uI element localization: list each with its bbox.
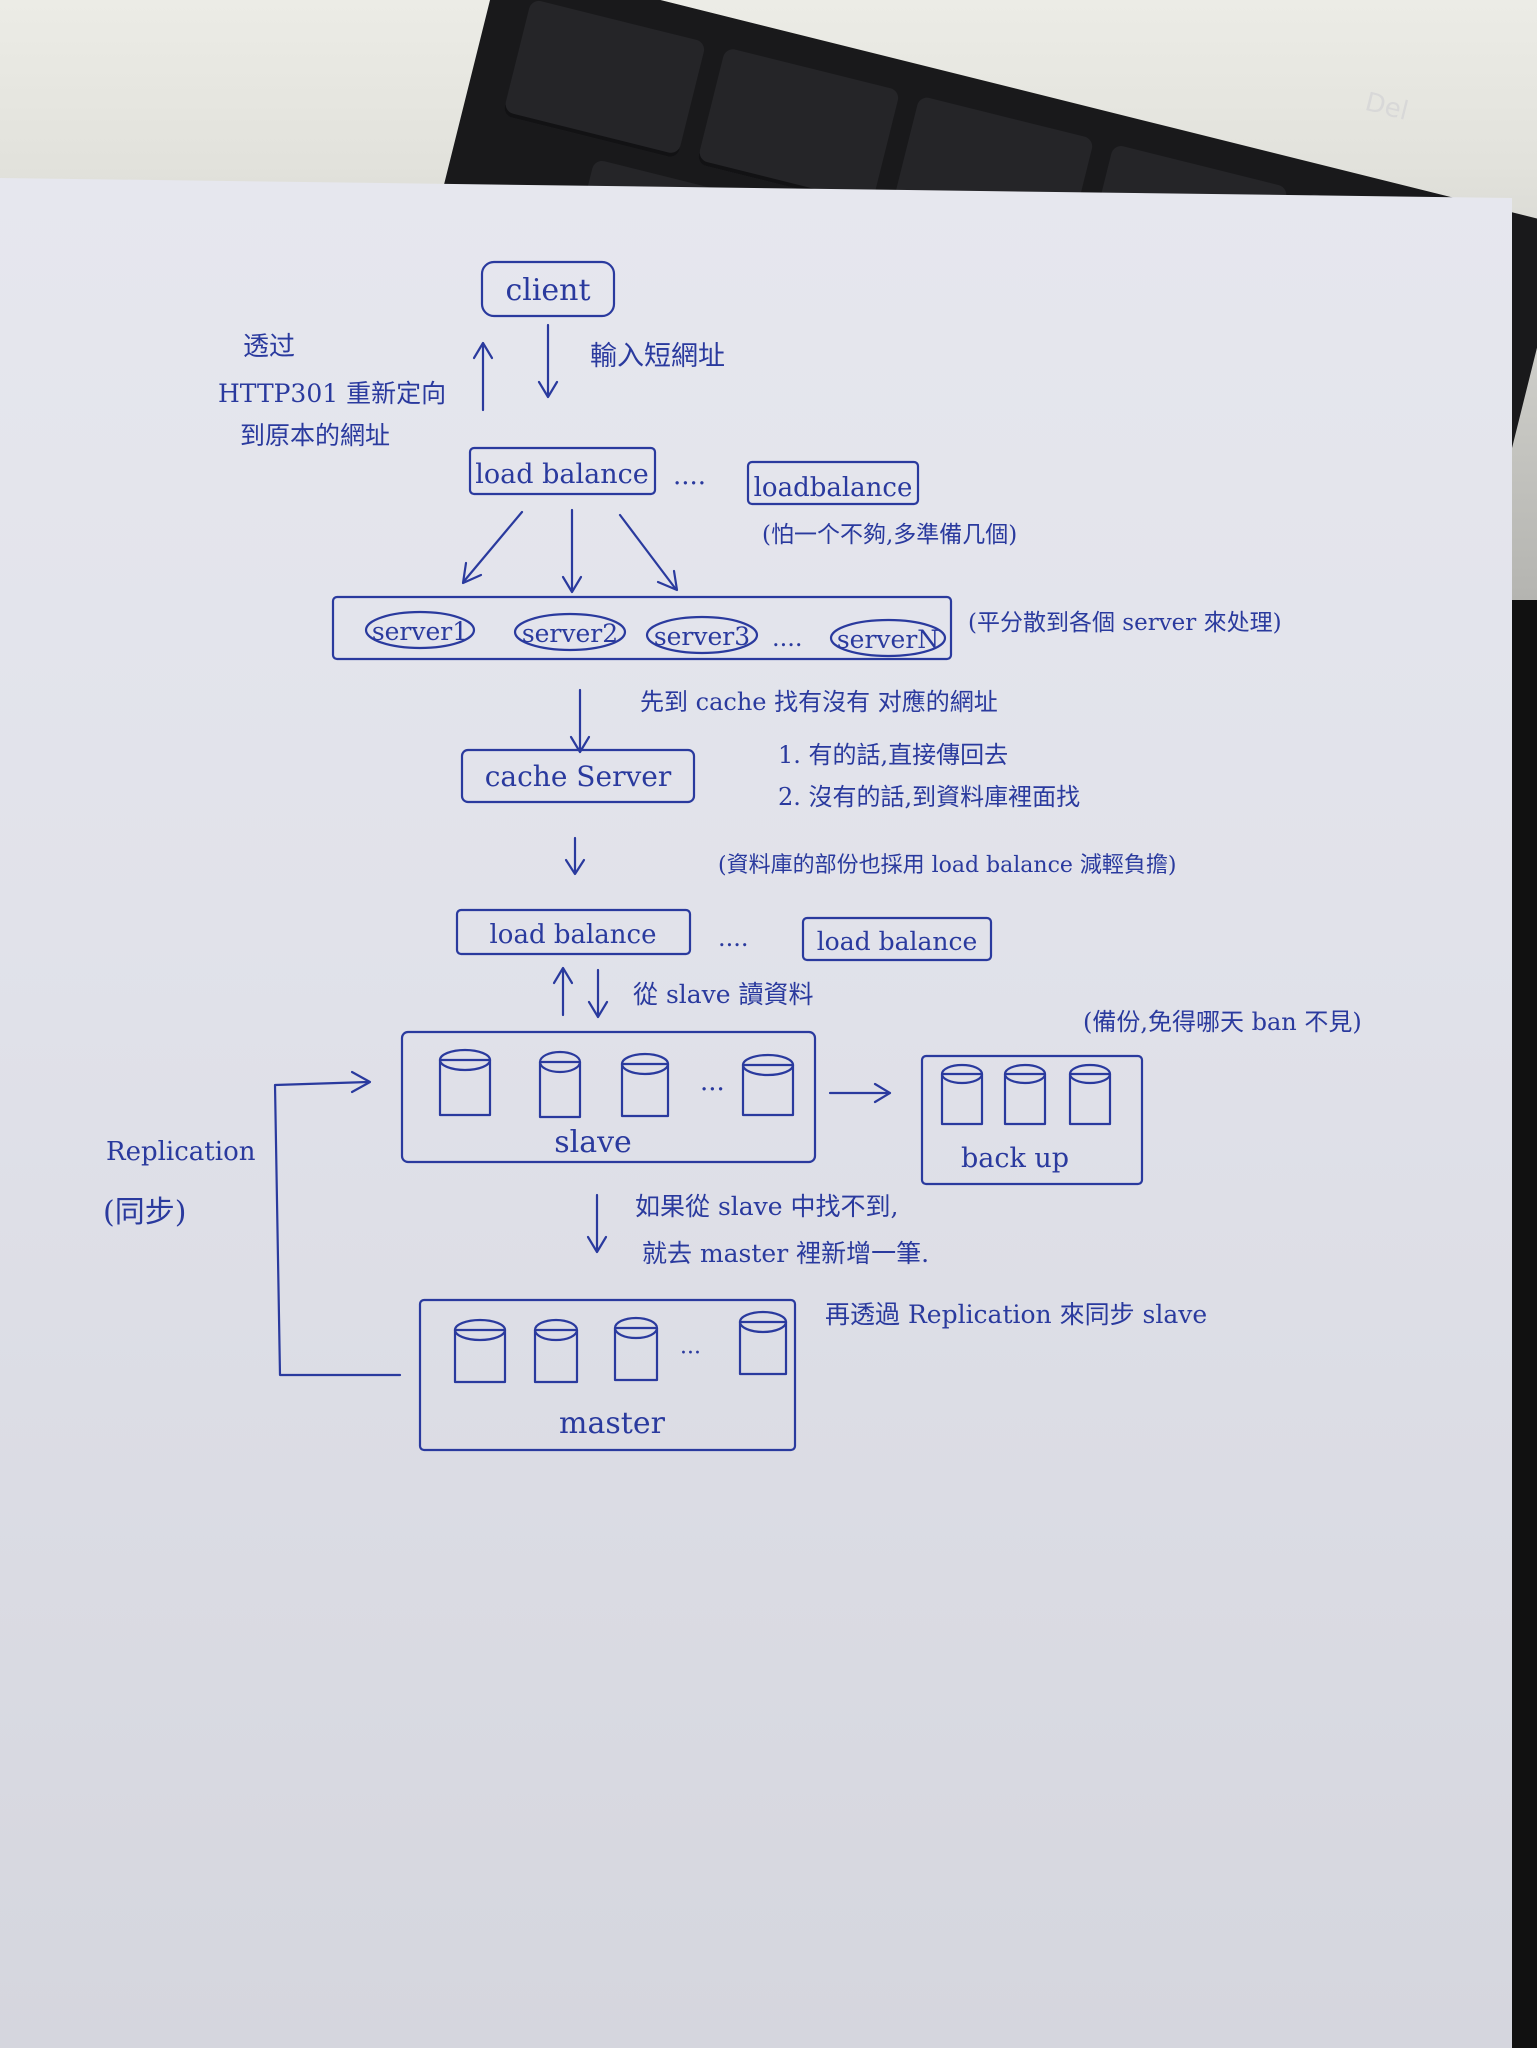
arrow-to-backup bbox=[828, 1082, 892, 1104]
servers-note: (平分散到各個 server 來处理) bbox=[968, 610, 1282, 636]
read-slave-text: 從 slave 讀資料 bbox=[633, 980, 814, 1009]
lb-note: (怕一个不夠,多準備几個) bbox=[762, 522, 1017, 548]
slave-db-icon bbox=[438, 1048, 492, 1117]
redirect-line2: 到原本的網址 bbox=[240, 421, 390, 450]
not-found-line2: 就去 master 裡新增一筆. bbox=[642, 1239, 929, 1268]
lb-ellipsis-1: .... bbox=[673, 461, 706, 491]
master-label: master bbox=[559, 1406, 666, 1441]
master-db-icon bbox=[613, 1316, 659, 1382]
master-dots: ··· bbox=[680, 1341, 701, 1366]
sync-note: 再透過 Replication 來同步 slave bbox=[825, 1300, 1207, 1329]
redirect-title: 透过 bbox=[243, 332, 295, 362]
load-balance-extra-label: loadbalance bbox=[754, 473, 913, 503]
backup-label: back up bbox=[961, 1143, 1069, 1174]
db-lb-note: (資料庫的部份也採用 load balance 減輕負擔) bbox=[718, 853, 1177, 878]
fan-arrow-left bbox=[461, 510, 524, 585]
replication-zh-label: (同步) bbox=[103, 1195, 186, 1230]
fan-arrow-middle bbox=[561, 508, 583, 594]
load-balance-label-1: load balance bbox=[475, 459, 648, 490]
client-box bbox=[480, 260, 616, 318]
master-db-icon bbox=[453, 1318, 507, 1384]
server-node bbox=[645, 615, 759, 655]
load-balance-box-extra bbox=[746, 460, 920, 506]
master-db-icon bbox=[533, 1318, 579, 1384]
load-balance-label-2: load balance bbox=[489, 920, 656, 950]
load-balance-extra-label-2: load balance bbox=[817, 927, 978, 956]
load-balance-box-1 bbox=[468, 446, 657, 496]
server-label: serverN bbox=[837, 625, 939, 654]
arrow-up-redirect bbox=[472, 341, 494, 412]
arrow-to-master bbox=[586, 1193, 608, 1254]
server-label: server3 bbox=[654, 622, 750, 651]
server-label: server1 bbox=[372, 617, 468, 646]
arrow-down-read bbox=[587, 968, 609, 1019]
slave-db-icon bbox=[538, 1050, 582, 1119]
not-found-line1: 如果從 slave 中找不到, bbox=[635, 1192, 899, 1221]
server-node bbox=[364, 610, 476, 650]
replication-arrow-head bbox=[350, 1070, 372, 1094]
cache-case2: 2. 沒有的話,到資料庫裡面找 bbox=[778, 783, 1080, 811]
server-node bbox=[829, 618, 947, 658]
cache-case1: 1. 有的話,直接傳回去 bbox=[778, 741, 1008, 769]
backup-db-icon bbox=[940, 1063, 984, 1126]
backup-note: (備份,免得哪天 ban 不見) bbox=[1083, 1008, 1362, 1036]
arrow-down-request bbox=[537, 323, 559, 399]
arrow-to-cache bbox=[569, 688, 591, 754]
cache-query-text: 先到 cache 找有沒有 对應的網址 bbox=[640, 688, 998, 716]
fan-arrow-right bbox=[618, 513, 679, 592]
master-db-icon bbox=[738, 1310, 788, 1376]
load-balance-box-2 bbox=[455, 908, 692, 956]
arrow-up-read bbox=[552, 966, 574, 1017]
redirect-line1: HTTP301 重新定向 bbox=[218, 379, 446, 408]
slave-group-box bbox=[400, 1030, 817, 1164]
slave-db-icon bbox=[620, 1052, 670, 1118]
slave-db-icon bbox=[741, 1053, 795, 1117]
server-node bbox=[513, 612, 627, 652]
replication-label: Replication bbox=[106, 1137, 256, 1167]
slave-label: slave bbox=[554, 1125, 632, 1160]
input-short-url-text: 輸入短網址 bbox=[590, 341, 725, 372]
server-label: server2 bbox=[522, 619, 618, 648]
paper-sheet bbox=[0, 178, 1512, 2048]
master-group-box bbox=[418, 1298, 797, 1452]
server-group-box bbox=[331, 595, 953, 661]
cache-server-label: cache Server bbox=[485, 760, 672, 793]
cache-server-box bbox=[460, 748, 696, 804]
backup-db-icon bbox=[1003, 1063, 1047, 1126]
slave-dots: ··· bbox=[700, 1075, 725, 1105]
lb-ellipsis-2: .... bbox=[718, 924, 749, 952]
replication-loop-line bbox=[273, 1080, 402, 1377]
backup-db-icon bbox=[1068, 1063, 1112, 1126]
load-balance-box-2-extra bbox=[801, 916, 993, 962]
client-label: client bbox=[505, 273, 590, 308]
backup-group-box bbox=[920, 1054, 1144, 1186]
server-ellipsis: .... bbox=[772, 624, 803, 652]
arrow-to-db-lb bbox=[564, 836, 586, 876]
